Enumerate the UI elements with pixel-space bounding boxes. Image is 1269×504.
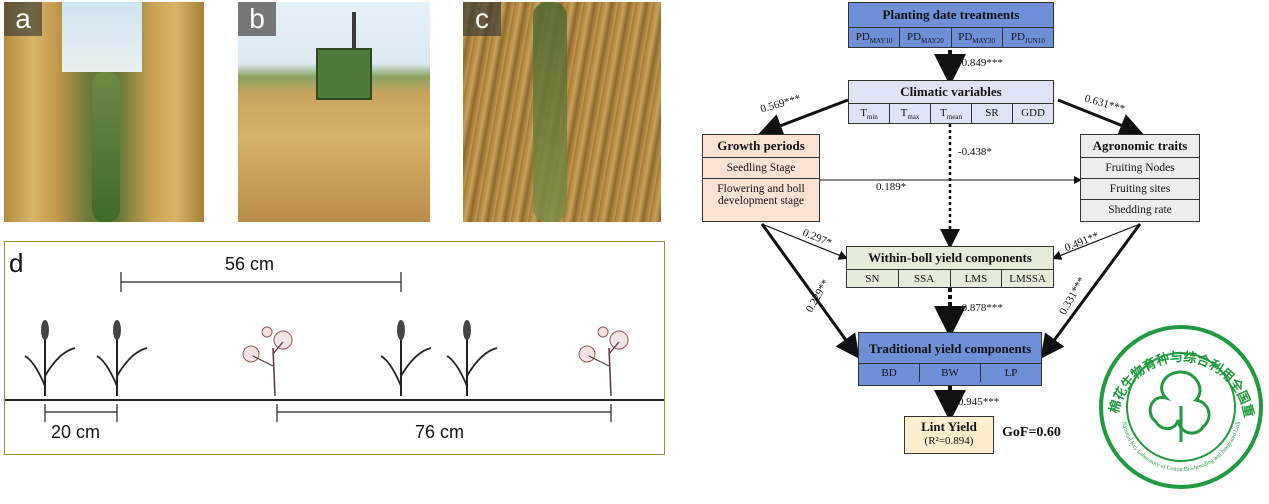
agronomic-item: Shedding rate: [1081, 199, 1199, 220]
within-boll-box: Within-boll yield components SN SSA LMS …: [846, 246, 1054, 288]
coef-within-traditional: -0.878***: [958, 302, 1003, 314]
agronomic-item: Fruiting Nodes: [1081, 157, 1199, 178]
panel-label-b: b: [238, 2, 276, 36]
planting-date-title: Planting date treatments: [882, 7, 1020, 22]
coef-climatic-within: -0.438*: [958, 146, 992, 158]
dimension-20cm: 20 cm: [51, 422, 101, 442]
climatic-variables-box: Climatic variables Tmin Tmax Tmean SR GD…: [848, 80, 1054, 125]
dimension-56cm: 56 cm: [225, 254, 275, 274]
growth-item-seedling: Seedling Stage: [703, 157, 819, 178]
traditional-title: Traditional yield components: [868, 341, 1032, 356]
climatic-item: SR: [972, 104, 1013, 125]
traditional-item: LP: [1004, 367, 1018, 379]
arrow-growth-traditional: [760, 223, 860, 359]
coef-traditional-lint: 0.945***: [958, 396, 1000, 408]
arrow-growth-within: [761, 223, 849, 260]
arrow-climatic-growth: [758, 98, 849, 137]
agronomic-title: Agronomic traits: [1092, 138, 1188, 153]
within-item: LMS: [951, 270, 1003, 288]
cotton-seal-logo-icon: 棉花生物育种与综合利用全国重点实验室 National Key Laborato…: [1096, 322, 1263, 489]
photo-a-wheat-row: a: [4, 2, 204, 222]
lint-yield-box: Lint Yield (R²=0.894): [904, 416, 994, 454]
dimension-76cm: 76 cm: [415, 422, 465, 442]
climatic-title: Climatic variables: [900, 84, 1002, 99]
pd-item: PDMAY10: [849, 28, 901, 49]
climatic-item: GDD: [1021, 107, 1045, 119]
photo-b-harvester: b: [238, 2, 430, 222]
pd-item: PDMAY20: [900, 28, 952, 49]
gof-label: GoF=0.60: [1002, 425, 1061, 440]
lint-yield-title: Lint Yield: [921, 419, 977, 434]
arrow-agronomic-traditional: [1040, 223, 1142, 359]
traditional-item: BW: [920, 364, 981, 382]
arrow-agronomic-within: [1051, 223, 1141, 260]
pd-item: PDJUN10: [1010, 31, 1045, 46]
growth-periods-box: Growth periods Seedling Stage Flowering …: [702, 134, 820, 222]
within-boll-title: Within-boll yield components: [868, 250, 1032, 265]
coef-pd-climatic: -0.849***: [958, 57, 1003, 69]
agronomic-item: Fruiting sites: [1081, 178, 1199, 199]
climatic-item: Tmin: [849, 104, 890, 125]
panel-d-planting-pattern: d: [4, 241, 665, 455]
coef-growth-agronomic: 0.189*: [876, 181, 907, 193]
panel-label-a: a: [4, 2, 42, 36]
within-item: SN: [847, 270, 899, 288]
arrow-climatic-agronomic: [1057, 98, 1144, 137]
planting-pattern-drawing: [5, 272, 664, 422]
panel-label-d: d: [9, 248, 24, 278]
pd-item: PDMAY30: [952, 28, 1003, 49]
agronomic-traits-box: Agronomic traits Fruiting Nodes Fruiting…: [1080, 134, 1200, 222]
lint-yield-r2: (R²=0.894): [924, 435, 974, 447]
traditional-yield-box: Traditional yield components BD BW LP: [858, 332, 1042, 386]
traditional-item: BD: [859, 364, 920, 382]
growth-title: Growth periods: [717, 138, 805, 153]
photo-c-stubble-cotton: c: [463, 2, 661, 222]
climatic-item: Tmax: [890, 104, 931, 125]
growth-item-flowering: Flowering and boll development stage: [703, 178, 819, 211]
planting-date-box: Planting date treatments PDMAY10 PDMAY20…: [848, 2, 1054, 49]
panel-label-c: c: [463, 2, 501, 36]
within-item: LMSSA: [1009, 273, 1046, 285]
climatic-item: Tmean: [931, 104, 972, 125]
within-item: SSA: [899, 270, 951, 288]
